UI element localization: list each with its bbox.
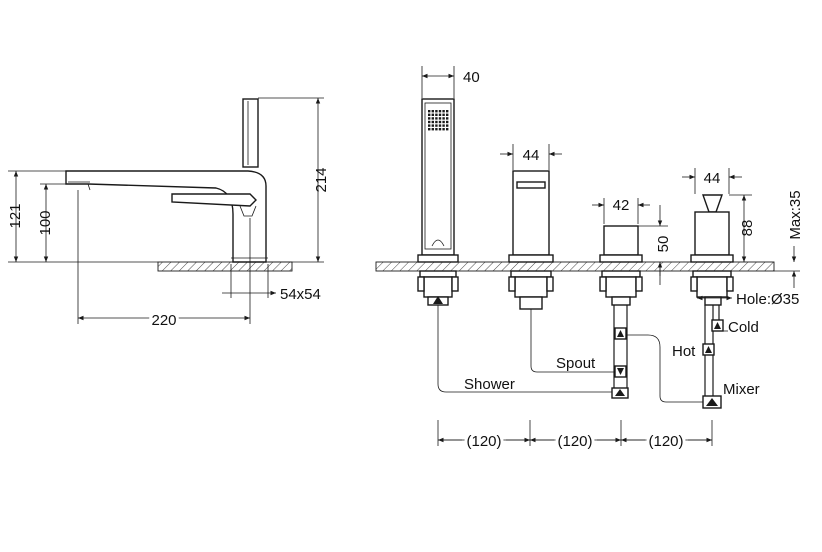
spray-nozzle (428, 124, 431, 127)
lever-side (171, 193, 257, 207)
spray-nozzle (435, 120, 438, 124)
spray-nozzle (428, 113, 431, 116)
spray-nozzle (446, 124, 449, 127)
spray-nozzle (431, 120, 434, 124)
spray-nozzle (442, 113, 445, 116)
spray-nozzle (442, 124, 445, 127)
cold-label: Cold (728, 319, 759, 336)
mixer-connection (627, 334, 703, 403)
dim-44-spout-label: 44 (523, 147, 540, 164)
spacing-label-2: (120) (557, 433, 592, 450)
spray-nozzle (431, 128, 434, 131)
spray-nozzle (442, 120, 445, 124)
spray-nozzle (442, 110, 445, 113)
handshower-body (421, 98, 455, 256)
diverter-handle-unit (599, 225, 643, 399)
spray-nozzle (431, 110, 434, 113)
spray-nozzle (438, 128, 442, 131)
spray-nozzle (438, 124, 442, 127)
spout-unit (508, 170, 554, 310)
spray-nozzle (435, 113, 438, 116)
spray-nozzle (431, 113, 434, 116)
handshower-holder-side (242, 98, 259, 168)
hot-label: Hot (672, 343, 696, 360)
dim-max35-label: Max:35 (787, 190, 804, 239)
spray-nozzle (435, 110, 438, 113)
spray-nozzle (435, 117, 438, 120)
dim-100-label: 100 (37, 210, 54, 235)
dim-220-label: 220 (151, 312, 176, 329)
diverter-handle (603, 225, 639, 256)
spray-nozzle (442, 128, 445, 131)
spacing-label-3: (120) (648, 433, 683, 450)
dim-50-label: 50 (655, 236, 672, 253)
spray-nozzle (438, 117, 442, 120)
shower-connection (437, 305, 612, 393)
dim-40-label: 40 (463, 69, 480, 86)
spray-nozzle (428, 117, 431, 120)
deck-section-side (157, 261, 293, 272)
mixer-body (694, 211, 730, 256)
mixer-label: Mixer (723, 381, 760, 398)
spray-nozzle (446, 117, 449, 120)
spray-nozzle (435, 128, 438, 131)
spray-nozzle (438, 113, 442, 116)
mixer-unit (690, 194, 734, 409)
spout-connection (530, 309, 615, 373)
spray-nozzle (446, 128, 449, 131)
spray-nozzle (446, 110, 449, 113)
handshower-spray-face (428, 110, 449, 131)
dim-88-label: 88 (739, 220, 756, 237)
spray-nozzle (428, 120, 431, 124)
spray-nozzle (442, 117, 445, 120)
dim-42-label: 42 (613, 197, 630, 214)
handshower-unit (417, 98, 459, 306)
spout-body-side (65, 170, 267, 263)
spray-nozzle (428, 128, 431, 131)
hole-label: Hole:Ø35 (736, 291, 799, 308)
shower-label: Shower (464, 376, 515, 393)
spray-nozzle (435, 124, 438, 127)
spout-label: Spout (556, 355, 596, 372)
spray-nozzle (431, 117, 434, 120)
spray-nozzle (428, 110, 431, 113)
front-view: 40 44 (375, 66, 804, 453)
dim-54x54-label: 54x54 (280, 286, 321, 303)
mixer-lever (702, 194, 723, 213)
spray-nozzle (446, 120, 449, 124)
side-view: 214 121 100 220 54x54 (7, 97, 330, 332)
spray-nozzle (438, 110, 442, 113)
spray-nozzle (446, 113, 449, 116)
spray-nozzle (431, 124, 434, 127)
dim-44-mixer-label: 44 (704, 170, 721, 187)
spacing-label-1: (120) (466, 433, 501, 450)
spray-nozzle (438, 120, 442, 124)
deck-section-front (375, 261, 775, 272)
dim-214-label: 214 (313, 167, 330, 192)
dim-121-label: 121 (7, 203, 24, 228)
